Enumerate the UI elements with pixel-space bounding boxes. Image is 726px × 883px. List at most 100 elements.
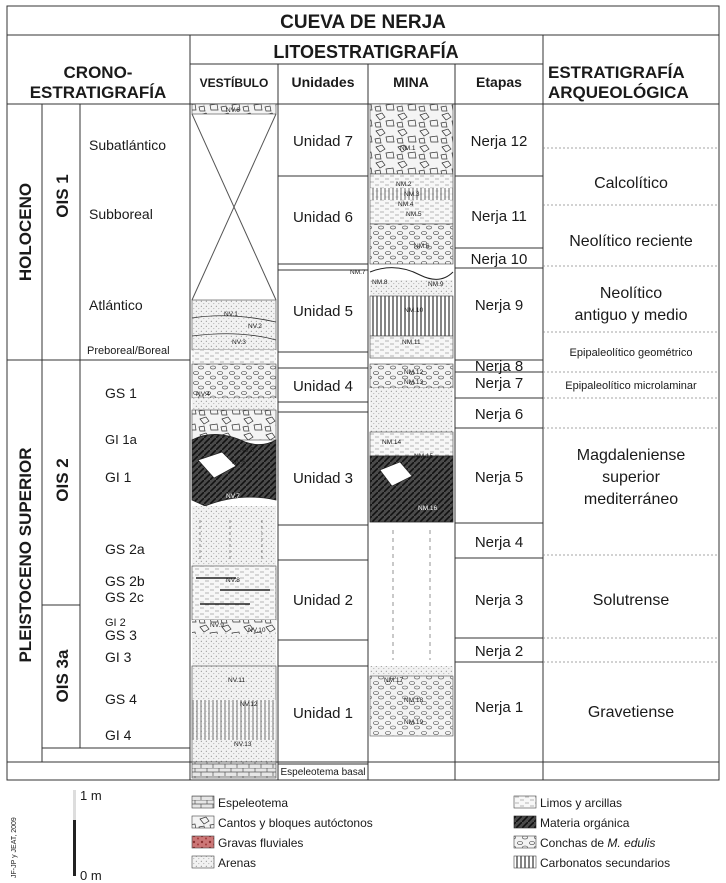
nm-label: NM.9 xyxy=(428,281,444,288)
nv-label: NV.13 xyxy=(234,741,252,748)
legend-swatch-gravas xyxy=(192,836,214,848)
arq-magdaleniense-1: Magdaleniense xyxy=(577,447,686,464)
nv-label: NV.4 xyxy=(196,391,210,398)
nm-label: NM.16 xyxy=(418,505,438,512)
etapa-nerja-3: Nerja 3 xyxy=(475,592,523,609)
clim-gs1: GS 1 xyxy=(105,385,137,401)
nv-label: NV.12 xyxy=(240,701,258,708)
legend-swatch-conchas xyxy=(514,836,536,848)
legend-gravas: Gravas fluviales xyxy=(218,836,303,850)
etapa-nerja-9: Nerja 9 xyxy=(475,297,523,314)
unidades-labels: Unidad 7 Unidad 6 Unidad 5 Unidad 4 Unid… xyxy=(280,133,365,778)
arq-header-line2: ARQUEOLÓGICA xyxy=(548,83,689,102)
nm-label: NM.13 xyxy=(404,379,424,386)
etapas-header: Etapas xyxy=(476,74,522,90)
etapa-nerja-8: Nerja 8 xyxy=(475,358,523,375)
nv-label: NV.5 xyxy=(240,447,254,454)
clim-gi1a: GI 1a xyxy=(105,432,138,447)
credit-text: JF-JP y JEAT, 2009 xyxy=(11,817,18,878)
etapa-nerja-5: Nerja 5 xyxy=(475,469,523,486)
legend-arenas: Arenas xyxy=(218,856,256,870)
nv-label: NV.6 xyxy=(226,107,240,114)
clim-gs2a: GS 2a xyxy=(105,541,145,557)
legend-conchas: Conchas de M. edulis xyxy=(540,836,655,850)
arq-separators xyxy=(543,148,719,662)
nv-label: NV.2 xyxy=(248,323,262,330)
nm-label: NM.5 xyxy=(406,211,422,218)
legend-espeleotema: Espeleotema xyxy=(218,796,288,810)
nm-label: NM.2 xyxy=(396,181,412,188)
arq-calcolitico: Calcolítico xyxy=(594,175,668,192)
legend-swatch-espeleotema xyxy=(192,796,214,808)
lito-header: LITOESTRATIGRAFÍA xyxy=(273,41,458,62)
nv-label: NV.6 xyxy=(232,459,246,466)
arq-magdaleniense-3: mediterráneo xyxy=(584,491,678,508)
legend-swatch-cantos xyxy=(192,816,214,828)
unidad-2: Unidad 2 xyxy=(293,592,353,609)
unidad-4: Unidad 4 xyxy=(293,378,353,395)
arq-neolitico-antiguo-2: antiguo y medio xyxy=(575,307,688,324)
clim-gs3: GS 3 xyxy=(105,627,137,643)
arq-neolitico-antiguo-1: Neolítico xyxy=(600,285,662,302)
etapa-nerja-7: Nerja 7 xyxy=(475,375,523,392)
unidad-6: Unidad 6 xyxy=(293,209,353,226)
epoch-pleistoceno: PLEISTOCENO SUPERIOR xyxy=(16,447,35,662)
nm-label: NM.7 xyxy=(350,269,366,276)
nv-label: NV.9 xyxy=(210,622,224,629)
espeleotema-basal: Espeleotema basal xyxy=(280,767,365,778)
nm-label: NM.15 xyxy=(414,453,434,460)
legend-carbonatos: Carbonatos secundarios xyxy=(540,856,670,870)
vestibulo-header: VESTÍBULO xyxy=(200,75,269,90)
scale-top-label: 1 m xyxy=(80,788,102,803)
ois-2: OIS 2 xyxy=(53,458,72,501)
crono-header-line2: ESTRATIGRAFÍA xyxy=(30,83,167,102)
etapa-nerja-6: Nerja 6 xyxy=(475,406,523,423)
etapas-labels: Nerja 12 Nerja 11 Nerja 10 Nerja 9 Nerja… xyxy=(471,133,528,716)
clim-atlantico: Atlántico xyxy=(89,297,143,313)
crono-header-line1: CRONO- xyxy=(64,63,133,82)
nm-label: NM.17 xyxy=(384,677,404,684)
arq-gravetiense: Gravetiense xyxy=(588,704,674,721)
ois-3a: OIS 3a xyxy=(53,649,72,702)
etapa-nerja-2: Nerja 2 xyxy=(475,643,523,660)
arq-labels: Calcolítico Neolítico reciente Neolítico… xyxy=(565,175,697,721)
clim-preboreal: Preboreal/Boreal xyxy=(87,345,170,357)
nm-label: NM.19 xyxy=(404,719,424,726)
nm-label: NM.1 xyxy=(400,145,416,152)
legend-conchas-prefix: Conchas de xyxy=(540,836,607,850)
clim-gs4: GS 4 xyxy=(105,691,137,707)
arq-epi-geometrico: Epipaleolítico geométrico xyxy=(570,347,693,359)
scale-bar: 1 m 0 m xyxy=(73,788,102,883)
climatic-stages: Subatlántico Subboreal Atlántico Prebore… xyxy=(87,137,170,743)
nv-label: NV.1 xyxy=(224,311,238,318)
nv-label: NV.7 xyxy=(226,493,240,500)
nm-label: NM.6 xyxy=(414,243,430,250)
nm-label: NM.14 xyxy=(382,439,402,446)
nv-label: NV.11 xyxy=(228,677,245,684)
nm-label: NM.10 xyxy=(404,307,424,314)
nm-label: NM.12 xyxy=(404,369,424,376)
legend-swatch-carbonatos xyxy=(514,856,536,868)
etapa-nerja-4: Nerja 4 xyxy=(475,534,523,551)
legend-conchas-species: M. edulis xyxy=(607,836,655,850)
nm-label: NM.11 xyxy=(402,339,421,346)
arq-neolitico-reciente: Neolítico reciente xyxy=(569,233,693,250)
etapa-nerja-12: Nerja 12 xyxy=(471,133,528,150)
legend-swatch-limos xyxy=(514,796,536,808)
nm-label: NM.18 xyxy=(404,697,424,704)
legend: Espeleotema Cantos y bloques autóctonos … xyxy=(192,796,670,870)
arq-epi-microlaminar: Epipaleolítico microlaminar xyxy=(565,380,697,392)
clim-gs2b: GS 2b xyxy=(105,573,145,589)
nv-label: NV.3 xyxy=(232,339,246,346)
arq-header-line1: ESTRATIGRAFÍA xyxy=(548,63,685,82)
etapa-nerja-11: Nerja 11 xyxy=(471,208,527,225)
nm-label: NM.8 xyxy=(372,279,388,286)
unidad-3: Unidad 3 xyxy=(293,470,353,487)
legend-swatch-materia xyxy=(514,816,536,828)
mina-column xyxy=(370,104,453,736)
clim-gi1: GI 1 xyxy=(105,469,132,485)
epoch-holoceno: HOLOCENO xyxy=(16,183,35,281)
clim-gi4: GI 4 xyxy=(105,727,132,743)
legend-cantos: Cantos y bloques autóctonos xyxy=(218,816,373,830)
etapa-nerja-10: Nerja 10 xyxy=(471,251,528,268)
